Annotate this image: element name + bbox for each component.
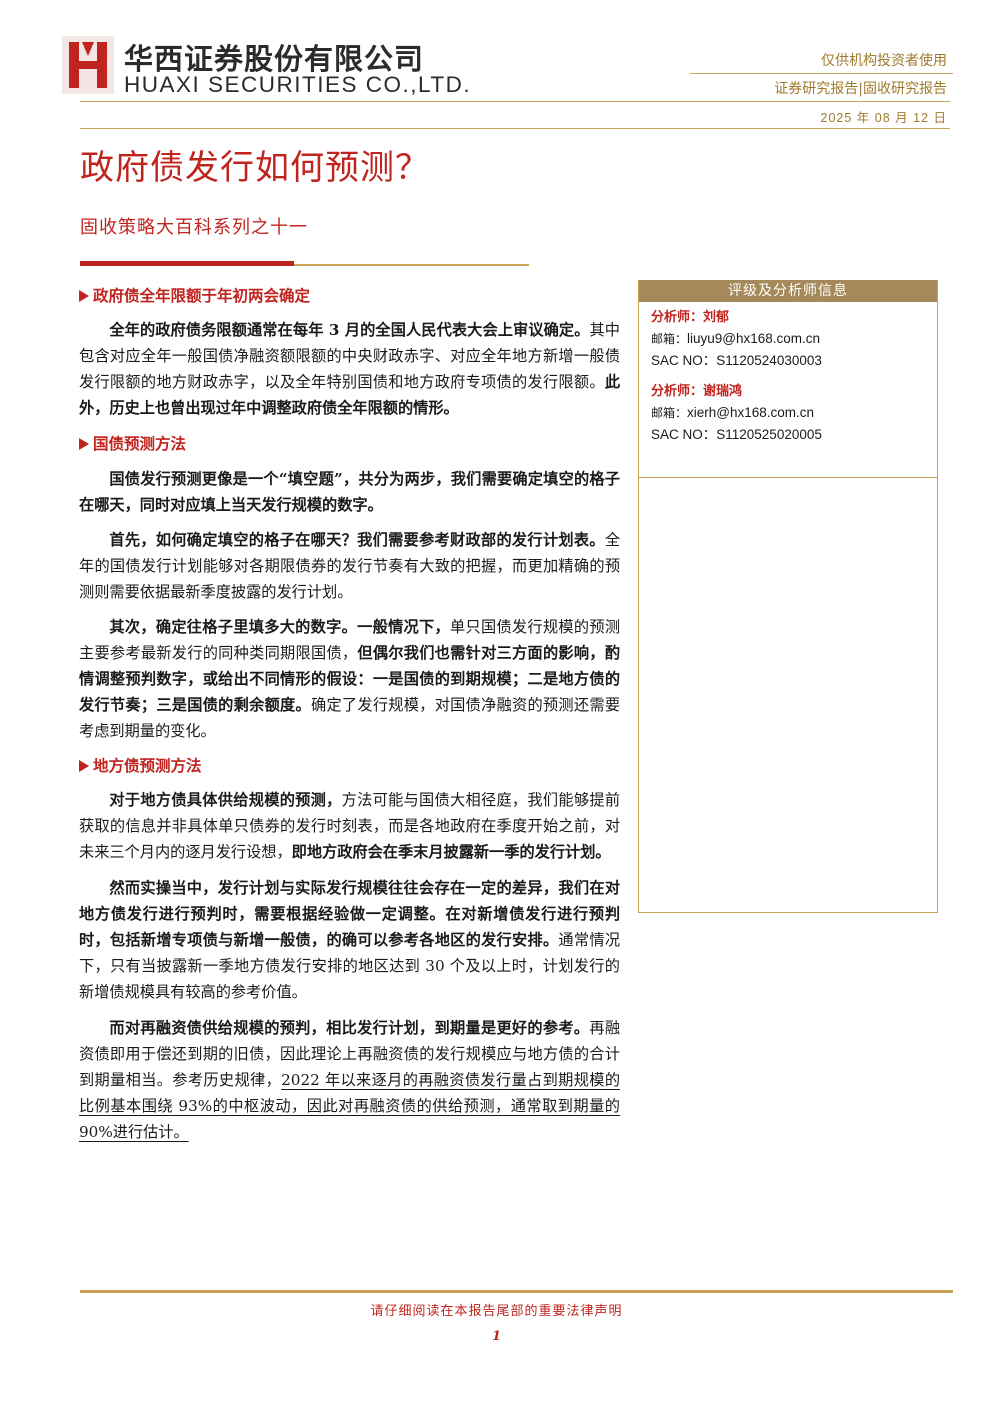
analyst-email: 邮箱：liuyu9@hx168.com.cn (651, 331, 821, 346)
analyst-info-panel: 评级及分析师信息 分析师：刘郁 邮箱：liuyu9@hx168.com.cn S… (638, 280, 938, 913)
analyst-sac: SAC NO：S1120524030003 (651, 353, 822, 368)
section-heading: 国债预测方法 (79, 430, 620, 458)
triangle-bullet-icon (79, 290, 89, 302)
paragraph: 而对再融资债供给规模的预判，相比发行计划，到期量是更好的参考。再融资债即用于偿还… (79, 1019, 621, 1141)
header-rule (80, 101, 950, 102)
report-date: 2025 年 08 月 12 日 (820, 111, 947, 125)
company-logo: 华西证券股份有限公司 HUAXI SECURITIES CO.,LTD. (62, 34, 470, 104)
audience-label: 仅供机构投资者使用 (821, 53, 947, 69)
analyst-list: 分析师：刘郁 邮箱：liuyu9@hx168.com.cn SAC NO：S11… (639, 302, 937, 445)
analyst-card: 分析师：刘郁 邮箱：liuyu9@hx168.com.cn SAC NO：S11… (651, 308, 937, 371)
analyst-name: 分析师：谢瑞鸿 (651, 384, 743, 399)
section-treasury: 国债预测方法 国债发行预测更像是一个“填空题”，共分为两步，我们需要确定填空的格… (79, 430, 620, 744)
paragraph: 国债发行预测更像是一个“填空题”，共分为两步，我们需要确定填空的格子在哪天，同时… (79, 470, 620, 514)
section-quota: 政府债全年限额于年初两会确定 全年的政府债务限额通常在每年 3 月的全国人民代表… (79, 282, 620, 421)
triangle-bullet-icon (79, 438, 89, 450)
section-local: 地方债预测方法 对于地方债具体供给规模的预测，方法可能与国债大相径庭，我们能够提… (79, 752, 620, 1145)
analyst-sac: SAC NO：S1120525020005 (651, 427, 822, 442)
analyst-name: 分析师：刘郁 (651, 310, 730, 325)
company-name-cn: 华西证券股份有限公司 (124, 42, 425, 76)
title-underline-gold (294, 264, 529, 266)
analyst-card: 分析师：谢瑞鸿 邮箱：xierh@hx168.com.cn SAC NO：S11… (651, 382, 937, 445)
header-rule-bottom (80, 128, 950, 129)
analyst-panel-heading: 评级及分析师信息 (639, 280, 937, 302)
huaxi-logo-icon (62, 36, 114, 94)
analyst-email: 邮箱：xierh@hx168.com.cn (651, 405, 815, 420)
page-number: 1 (491, 1329, 502, 1344)
paragraph: 然而实操当中，发行计划与实际发行规模往往会存在一定的差异，我们在对地方债发行进行… (79, 879, 621, 1001)
report-body: 政府债全年限额于年初两会确定 全年的政府债务限额通常在每年 3 月的全国人民代表… (79, 282, 620, 1145)
analyst-email-link[interactable]: xierh@hx168.com.cn (687, 405, 815, 420)
footer-rule (80, 1290, 953, 1293)
header-divider (690, 73, 953, 74)
report-type-label: 证券研究报告|固收研究报告 (774, 81, 947, 97)
paragraph: 首先，如何确定填空的格子在哪天？我们需要参考财政部的发行计划表。全年的国债发行计… (79, 531, 620, 601)
page-subtitle: 固收策略大百科系列之十一 (80, 217, 308, 238)
company-name-en: HUAXI SECURITIES CO.,LTD. (124, 72, 472, 97)
paragraph: 全年的政府债务限额通常在每年 3 月的全国人民代表大会上审议确定。其中包含对应全… (79, 321, 620, 417)
page-title: 政府债发行如何预测？ (80, 148, 430, 188)
section-heading: 政府债全年限额于年初两会确定 (79, 282, 620, 310)
panel-divider (639, 477, 937, 478)
analyst-email-link[interactable]: liuyu9@hx168.com.cn (687, 331, 821, 346)
legal-notice: 请仔细阅读在本报告尾部的重要法律声明 (370, 1304, 623, 1319)
section-heading: 地方债预测方法 (79, 752, 620, 780)
paragraph: 对于地方债具体供给规模的预测，方法可能与国债大相径庭，我们能够提前获取的信息并非… (79, 791, 621, 861)
triangle-bullet-icon (79, 760, 89, 772)
paragraph: 其次，确定往格子里填多大的数字。一般情况下，单只国债发行规模的预测主要参考最新发… (79, 618, 621, 740)
title-underline-red (80, 261, 294, 266)
